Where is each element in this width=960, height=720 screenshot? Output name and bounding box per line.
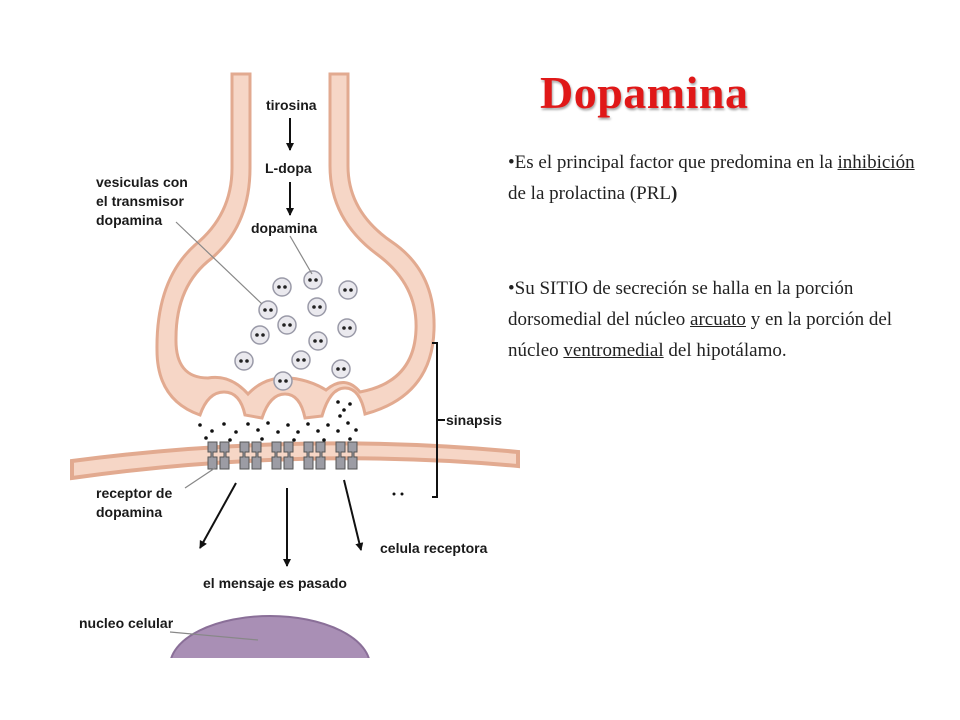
vesicles [234,270,358,391]
bullet-close-paren: ) [671,183,678,204]
label-vesiculas-line2: el transmisor [96,193,184,209]
label-tirosina: tirosina [266,97,317,113]
label-dopamina: dopamina [251,220,317,236]
term-ventromedial: ventromedial [563,340,664,361]
cell-nucleus [170,615,370,658]
term-inhibicion: inhibición [837,152,915,173]
label-mensaje: el mensaje es pasado [203,575,347,591]
bullet-text: Su SITIO de secreción se halla en la por… [508,278,854,330]
leader-vesiculas [175,221,263,305]
bullet-text: Es el principal factor que predomina en … [514,152,838,173]
label-sinapsis: sinapsis [446,412,502,428]
label-receptor-line1: receptor de [96,485,172,501]
label-vesiculas-line3: dopamina [96,212,162,228]
bullet-sitio-secrecion: •Su SITIO de secreción se halla en la po… [508,273,928,366]
label-ldopa: L-dopa [265,160,312,176]
leader-receptor [184,467,216,489]
slide-title: Dopamina [540,67,749,118]
neurotransmitter-dots [198,400,404,496]
arrow-signal-right [343,479,364,551]
dopamine-receptors [207,441,358,470]
postsynaptic-membrane [70,441,520,481]
label-vesiculas-line1: vesiculas con [96,174,188,190]
leader-dopamina [289,235,313,275]
label-celula-receptora: celula receptora [380,540,488,556]
bullet-dot: • [508,152,515,173]
leader-nucleo [169,631,259,641]
label-nucleo: nucleo celular [79,615,174,631]
bullet-dot: • [508,278,515,299]
presynaptic-terminal [155,72,436,420]
bullet-text: y en la porción del núcleo [508,309,893,361]
term-arcuato: arcuato [690,309,746,330]
arrow-signal-left [199,482,237,549]
bullet-text: del hipotálamo. [663,340,787,361]
bullet-text: de la prolactina (PRL [508,183,672,204]
sinapsis-bracket [432,342,445,498]
label-receptor-line2: dopamina [96,504,162,520]
bullet-inhibicion: •Es el principal factor que predomina en… [508,147,928,209]
